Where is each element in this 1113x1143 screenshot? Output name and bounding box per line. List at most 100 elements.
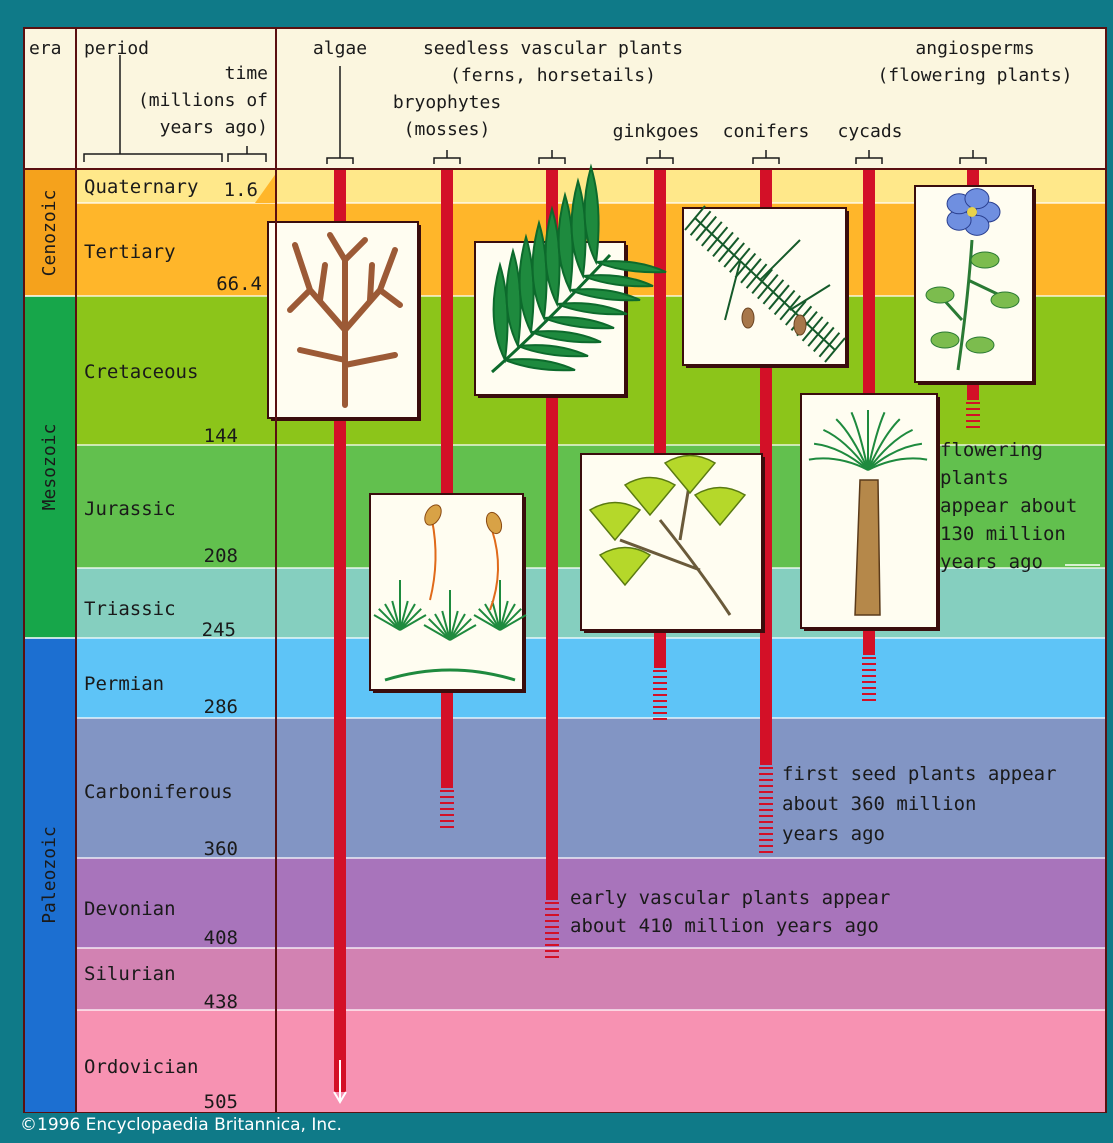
seedless-vascular-uncertain-segment	[545, 932, 559, 934]
seedless-vascular-label-2: (ferns, horsetails)	[450, 65, 656, 86]
cycads-uncertain-segment	[862, 675, 876, 677]
cycads-uncertain-segment	[862, 681, 876, 683]
period-label-carboniferous: Carboniferous	[84, 781, 233, 803]
ginkgoes-uncertain-segment	[653, 700, 667, 702]
period-time-jurassic: 208	[204, 545, 238, 567]
cycads-uncertain-segment	[862, 693, 876, 695]
era-label-paleozoic: Paleozoic	[39, 826, 60, 924]
seedless-vascular-uncertain-segment	[545, 908, 559, 910]
period-label-permian: Permian	[84, 673, 164, 695]
conifers-uncertain-segment	[759, 809, 773, 811]
time-header-line-1: time	[225, 63, 268, 84]
period-time-carboniferous: 360	[204, 838, 238, 860]
copyright-credit: ©1996 Encyclopaedia Britannica, Inc.	[20, 1115, 342, 1135]
period-time-quaternary: 1.6	[224, 179, 258, 201]
period-time-silurian: 438	[204, 991, 238, 1013]
note-flowering-line-5: years ago	[940, 551, 1043, 573]
angiosperms-uncertain-segment	[966, 426, 980, 428]
cycads-uncertain-segment	[862, 687, 876, 689]
ginkgoes-uncertain-segment	[653, 682, 667, 684]
conifers-uncertain-segment	[759, 827, 773, 829]
time-header-line-2: (millions of	[138, 90, 268, 111]
ginkgoes-uncertain-segment	[653, 676, 667, 678]
algae-label-1: algae	[313, 38, 367, 59]
ginkgoes-uncertain-segment	[653, 694, 667, 696]
ginkgoes-uncertain-segment	[653, 718, 667, 720]
period-header: period	[84, 38, 149, 59]
cycads-uncertain-segment	[862, 657, 876, 659]
conifers-uncertain-segment	[759, 845, 773, 847]
cycads-uncertain-segment	[862, 663, 876, 665]
ginkgoes-uncertain-segment	[653, 688, 667, 690]
angiosperms-uncertain-segment	[966, 414, 980, 416]
conifers-uncertain-segment	[759, 791, 773, 793]
bryophytes-uncertain-segment	[440, 796, 454, 798]
angiosperms-uncertain-segment	[966, 420, 980, 422]
angiosperms-label-2: (flowering plants)	[877, 65, 1072, 86]
conifers-uncertain-segment	[759, 815, 773, 817]
era-label-cenozoic: Cenozoic	[39, 190, 60, 277]
ginkgoes-label-1: ginkgoes	[613, 121, 700, 142]
bryophytes-uncertain-segment	[440, 802, 454, 804]
bryophytes-uncertain-segment	[440, 808, 454, 810]
cycads-label-1: cycads	[837, 121, 902, 142]
angiosperms-label-1: angiosperms	[915, 38, 1034, 59]
conifers-uncertain-segment	[759, 785, 773, 787]
note-seed-line-2: about 360 million	[782, 793, 976, 815]
ginkgo-illustration	[581, 454, 762, 630]
bryophytes-uncertain-segment	[440, 814, 454, 816]
note-flowering-line-4: 130 million	[940, 523, 1066, 545]
bryophytes-range-bar	[441, 170, 453, 788]
period-label-ordovician: Ordovician	[84, 1056, 198, 1078]
note-vascular-line-1: early vascular plants appear	[570, 887, 890, 909]
ginkgoes-uncertain-segment	[653, 712, 667, 714]
period-time-devonian: 408	[204, 927, 238, 949]
note-flowering-line-3: appear about	[940, 495, 1077, 517]
period-time-cretaceous: 144	[204, 425, 238, 447]
note-flowering-line-1: flowering	[940, 439, 1043, 461]
era-header: era	[29, 38, 62, 59]
conifers-label-1: conifers	[723, 121, 810, 142]
period-label-triassic: Triassic	[84, 598, 176, 620]
bryophytes-uncertain-segment	[440, 826, 454, 828]
conifers-uncertain-segment	[759, 767, 773, 769]
era-label-mesozoic: Mesozoic	[39, 424, 60, 511]
angiosperms-uncertain-segment	[966, 402, 980, 404]
conifers-uncertain-segment	[759, 839, 773, 841]
time-header-line-3: years ago)	[160, 117, 268, 138]
note-flowering-line-2: plants	[940, 467, 1009, 489]
seedless-vascular-label-1: seedless vascular plants	[423, 38, 683, 59]
cycads-uncertain-segment	[862, 669, 876, 671]
note-seed-line-3: years ago	[782, 823, 885, 845]
conifers-uncertain-segment	[759, 821, 773, 823]
conifers-uncertain-segment	[759, 773, 773, 775]
conifers-uncertain-segment	[759, 797, 773, 799]
bryophytes-label-2: (mosses)	[404, 119, 491, 140]
ginkgoes-uncertain-segment	[653, 706, 667, 708]
conifers-uncertain-segment	[759, 779, 773, 781]
seedless-vascular-uncertain-segment	[545, 938, 559, 940]
ginkgoes-uncertain-segment	[653, 670, 667, 672]
seedless-vascular-uncertain-segment	[545, 926, 559, 928]
period-label-jurassic: Jurassic	[84, 498, 176, 520]
period-label-devonian: Devonian	[84, 898, 176, 920]
period-label-cretaceous: Cretaceous	[84, 361, 198, 383]
conifers-uncertain-segment	[759, 851, 773, 853]
note-seed-line-1: first seed plants appear	[782, 763, 1057, 785]
seedless-vascular-uncertain-segment	[545, 914, 559, 916]
period-label-tertiary: Tertiary	[84, 241, 176, 263]
bryophytes-uncertain-segment	[440, 820, 454, 822]
period-time-tertiary: 66.4	[216, 273, 262, 295]
note-vascular-line-2: about 410 million years ago	[570, 915, 879, 937]
seedless-vascular-uncertain-segment	[545, 920, 559, 922]
seedless-vascular-uncertain-segment	[545, 944, 559, 946]
bryophytes-uncertain-segment	[440, 790, 454, 792]
seedless-vascular-uncertain-segment	[545, 950, 559, 952]
period-label-silurian: Silurian	[84, 963, 176, 985]
bryophytes-label-1: bryophytes	[393, 92, 501, 113]
period-label-quaternary: Quaternary	[84, 176, 198, 198]
conifers-uncertain-segment	[759, 833, 773, 835]
angiosperms-uncertain-segment	[966, 408, 980, 410]
period-time-triassic: 245	[202, 619, 236, 641]
